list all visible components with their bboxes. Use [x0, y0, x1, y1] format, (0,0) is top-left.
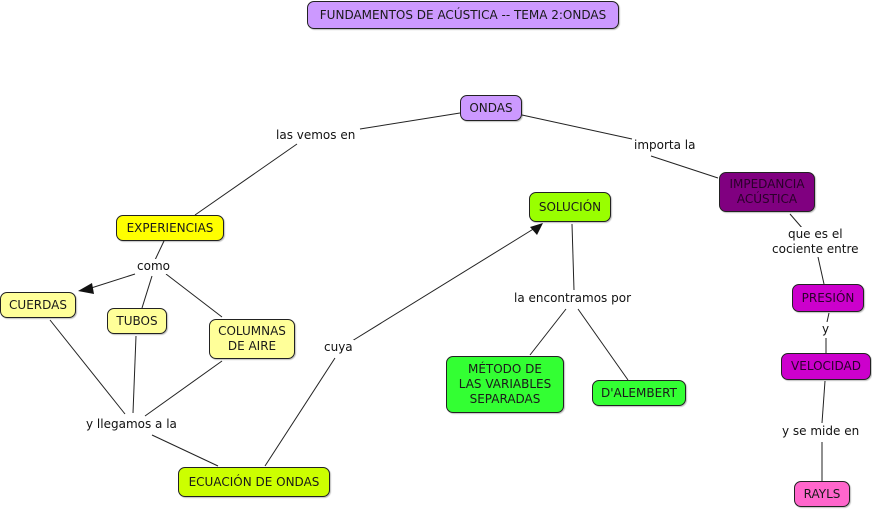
concept-velocidad[interactable]: VELOCIDAD [781, 353, 871, 380]
line-llegamos-ecuacion [151, 434, 219, 467]
line-ondas-importa [521, 114, 633, 140]
arrowhead-cuerdas [78, 283, 94, 294]
concept-cuerdas[interactable]: CUERDAS [0, 292, 76, 318]
line-solucion-encontramos [571, 223, 575, 291]
line-encontramos-metodo [529, 308, 567, 356]
link-la-encontramos-por: la encontramos por [513, 291, 633, 306]
line-experiencias-como [154, 240, 165, 261]
concept-ecuacion-de-ondas[interactable]: ECUACIÓN DE ONDAS [178, 467, 330, 497]
link-las-vemos-en: las vemos en [275, 128, 357, 143]
line-como-tubos [141, 275, 153, 309]
link-que-es-el-cociente-entre: que es el cociente entre [771, 227, 860, 257]
line-como-cuerdas [87, 273, 136, 290]
line-cuya-solucion [351, 227, 536, 342]
line-columnas-llegamos [144, 360, 223, 417]
line-como-columnas [165, 273, 223, 318]
line-encontramos-dalembert [577, 308, 629, 381]
link-y: y [821, 322, 831, 337]
line-lasvemos-experiencias [194, 143, 298, 216]
concept-rayls[interactable]: RAYLS [794, 481, 850, 507]
link-importa-la: importa la [633, 138, 697, 153]
concept-ondas[interactable]: ONDAS [460, 95, 522, 121]
link-y-llegamos-a-la: y llegamos a la [85, 417, 178, 432]
map-title: FUNDAMENTOS DE ACÚSTICA -- TEMA 2:ONDAS [307, 1, 619, 29]
line-ondas-lasvemos [359, 112, 461, 130]
line-tubos-llegamos [132, 335, 137, 414]
line-impedancia-cociente [789, 213, 804, 230]
link-como: como [136, 259, 171, 274]
concept-dalembert[interactable]: D'ALEMBERT [592, 380, 686, 406]
line-cuerdas-llegamos [49, 319, 126, 415]
concept-presion[interactable]: PRESIÓN [792, 284, 864, 312]
line-presion-y [826, 312, 830, 323]
concept-columnas-de-aire[interactable]: COLUMNAS DE AIRE [209, 319, 295, 359]
link-cuya: cuya [323, 340, 354, 355]
concept-experiencias[interactable]: EXPERIENCIAS [116, 215, 224, 241]
concept-impedancia-acustica[interactable]: IMPEDANCIA ACÚSTICA [719, 172, 815, 212]
line-ecuacion-cuya [264, 357, 336, 467]
concept-solucion[interactable]: SOLUCIÓN [529, 192, 611, 222]
link-y-se-mide-en: y se mide en [781, 424, 861, 439]
concept-tubos[interactable]: TUBOS [107, 308, 167, 334]
arrowhead-solucion [530, 223, 543, 235]
line-importa-impedancia [650, 155, 719, 179]
line-velocidad-semide [821, 380, 826, 424]
line-cociente-presion [817, 256, 825, 285]
concept-metodo-variables-separadas[interactable]: MÉTODO DE LAS VARIABLES SEPARADAS [446, 356, 564, 413]
